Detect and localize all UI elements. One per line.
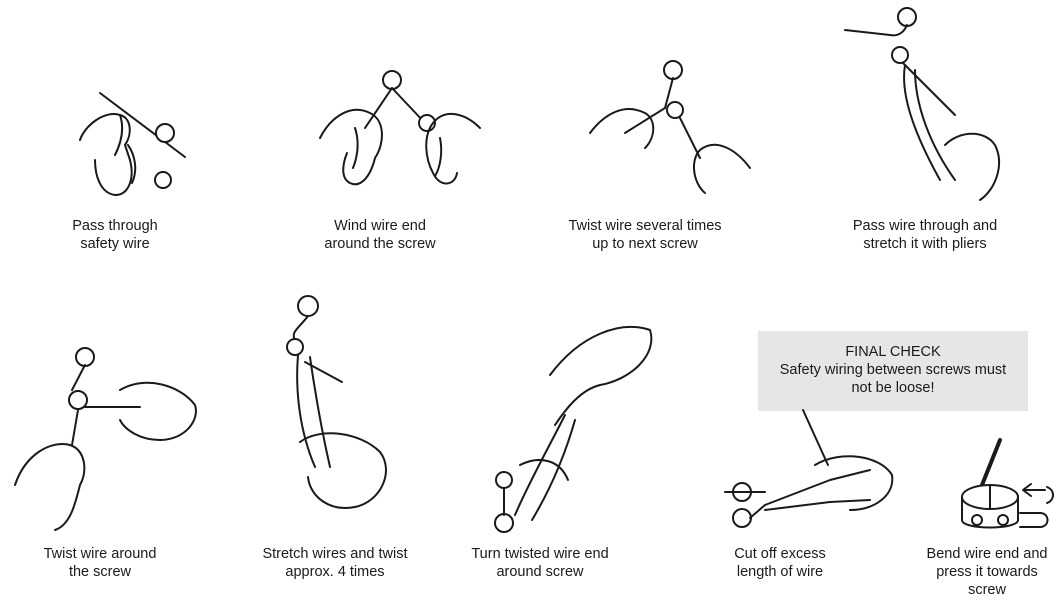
caption-pass-through: Pass through safety wire [40, 217, 190, 253]
illustration-turn-end [490, 315, 660, 535]
caption-stretch-pliers: Pass wire through and stretch it with pl… [830, 217, 1020, 253]
final-check-box: FINAL CHECK Safety wiring between screws… [758, 331, 1028, 411]
final-check-title: FINAL CHECK [758, 343, 1028, 361]
illustration-cut-off [720, 410, 895, 535]
final-check-line2: not be loose! [758, 379, 1028, 397]
illustration-stretch-pliers [845, 5, 1010, 200]
illustration-pass-through [70, 85, 200, 195]
caption-twist-several: Twist wire several times up to next scre… [550, 217, 740, 253]
caption-wind-wire: Wind wire end around the screw [305, 217, 455, 253]
caption-turn-end: Turn twisted wire end around screw [455, 545, 625, 581]
illustration-wind-wire [315, 68, 485, 198]
final-check-line1: Safety wiring between screws must [758, 361, 1028, 379]
caption-twist-around: Twist wire around the screw [25, 545, 175, 581]
illustration-bend-press [955, 435, 1060, 535]
illustration-stretch-twist-4 [270, 292, 410, 522]
caption-bend-press: Bend wire end and press it towards screw [912, 545, 1062, 599]
caption-stretch-twist-4: Stretch wires and twist approx. 4 times [245, 545, 425, 581]
caption-cut-off: Cut off excess length of wire [710, 545, 850, 581]
illustration-twist-several [585, 58, 755, 198]
illustration-twist-around [10, 345, 200, 535]
callout-pointer-line [803, 410, 828, 465]
